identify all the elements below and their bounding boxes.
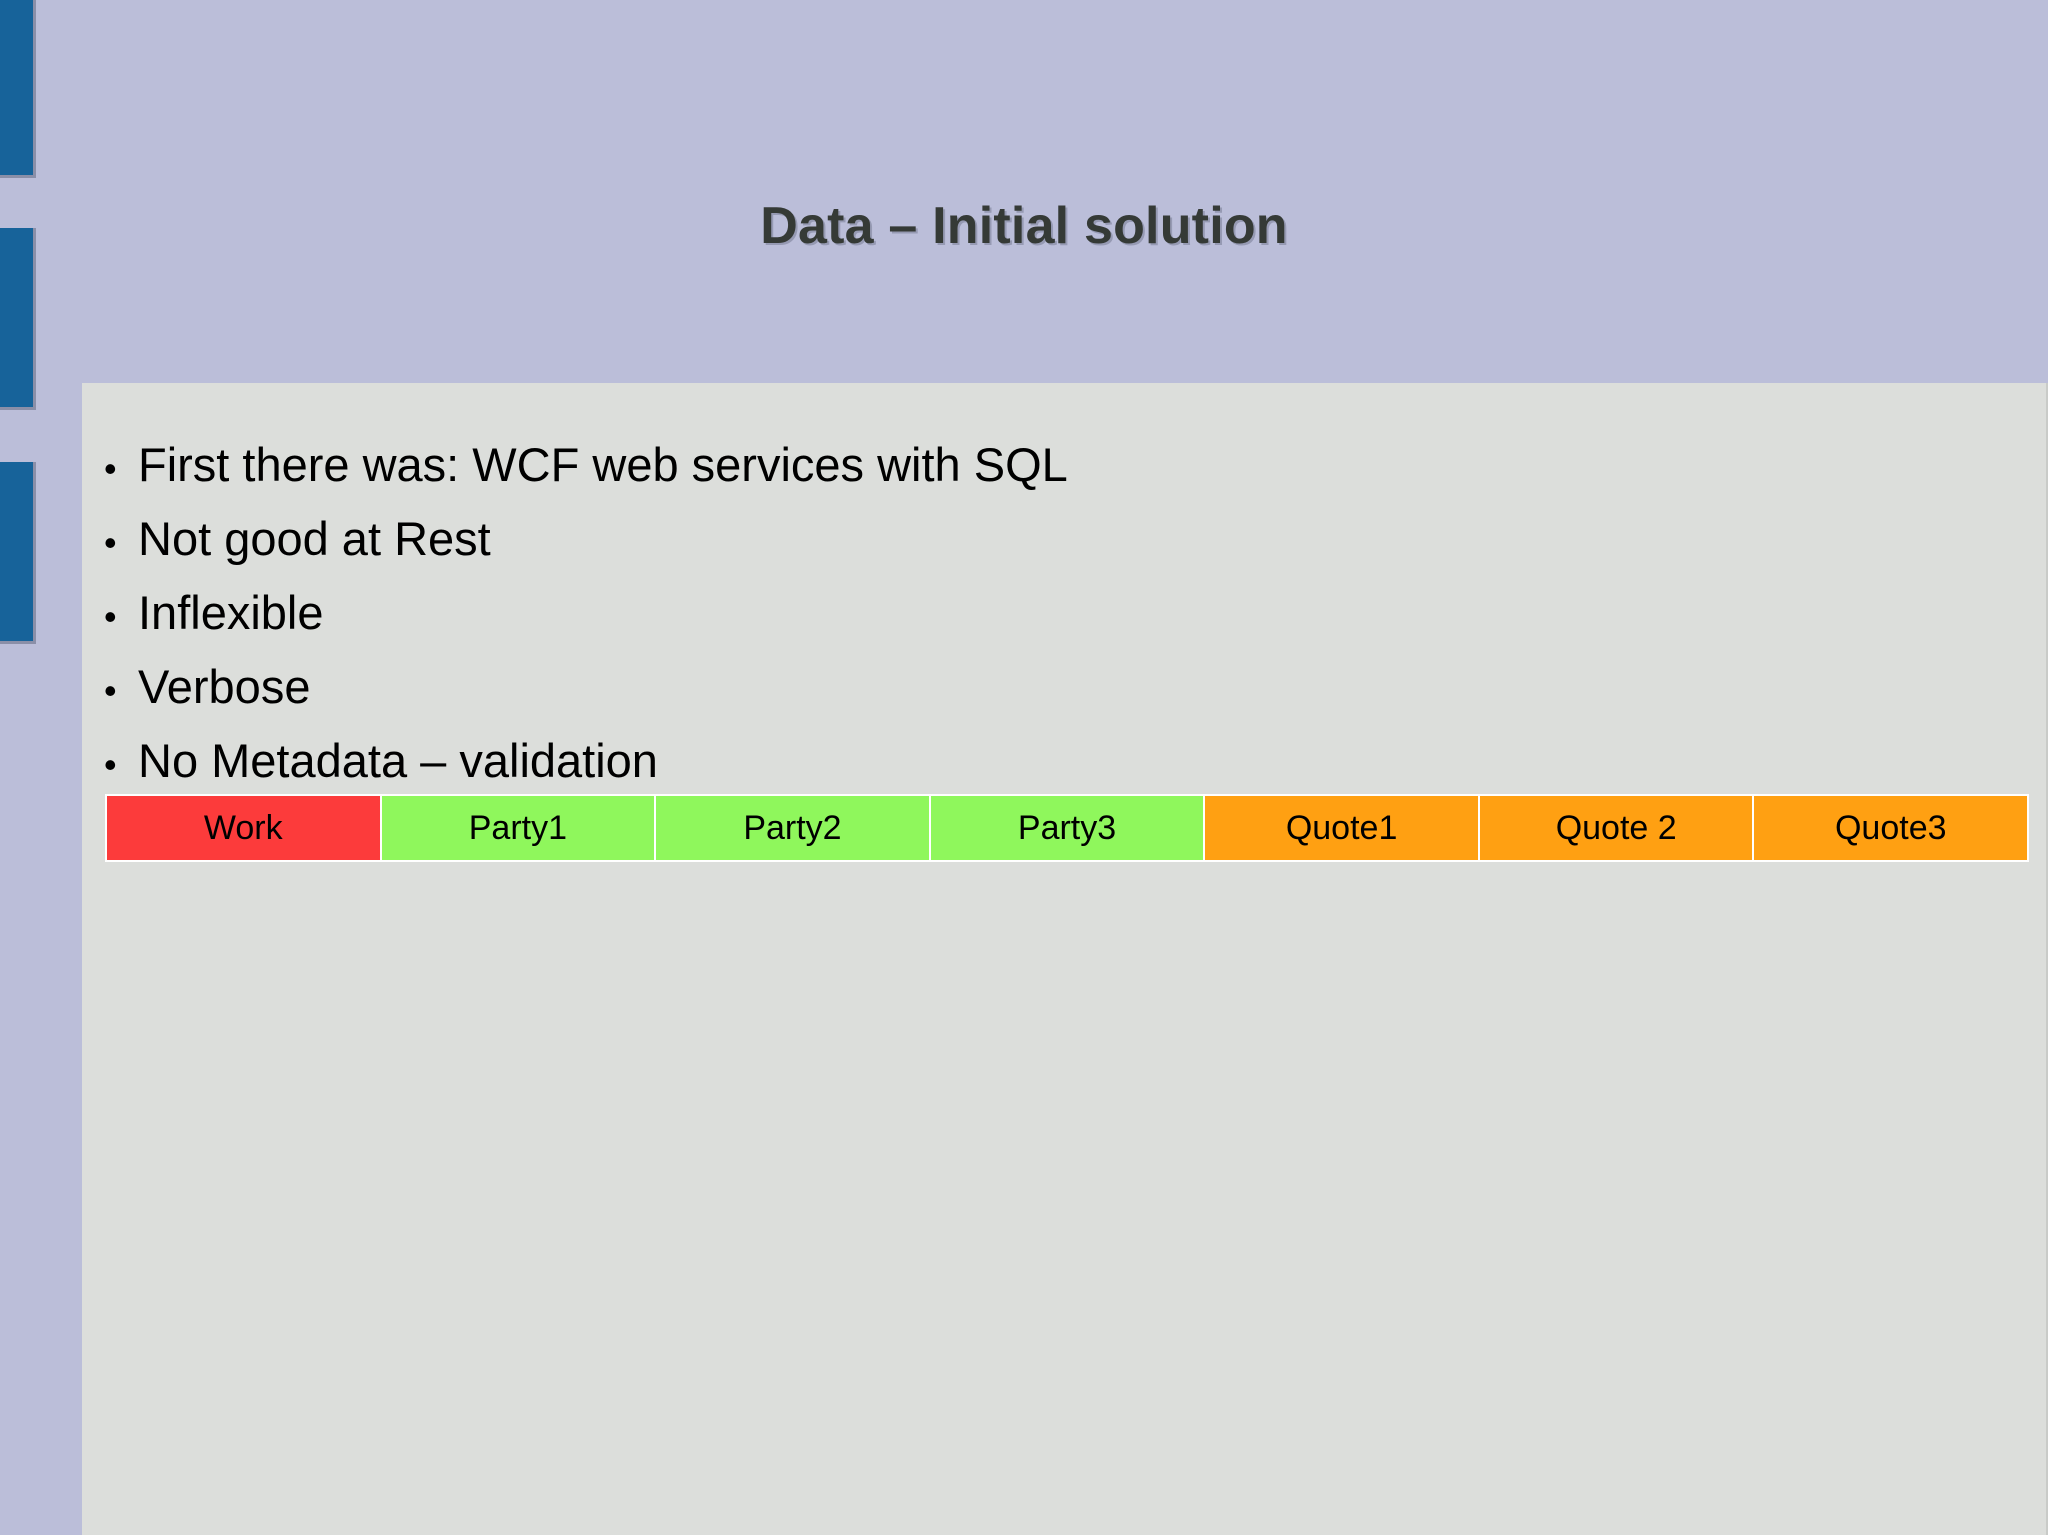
bullet-icon: • [104,448,117,489]
bullet-icon: • [104,744,117,785]
content-panel: • First there was: WCF web services with… [82,383,2048,1535]
list-item: • First there was: WCF web services with… [104,430,2004,504]
page-title: Data – Initial solution [760,197,1288,255]
table-cell-quote3: Quote3 [1754,796,2028,860]
table-cell-party3: Party3 [930,796,1206,860]
list-item: • Inflexible [104,578,2004,652]
table-cell-party2: Party2 [656,796,931,860]
table-cell-quote1: Quote1 [1205,796,1480,860]
entity-color-table: Work Party1 Party2 Party3 Quote1 Quote 2… [105,794,2029,862]
list-item: • No Metadata – validation [104,726,2004,800]
decorative-bar-3 [0,462,36,644]
decorative-bar-2 [0,228,36,410]
bullet-icon: • [104,522,117,563]
list-item-label: Verbose [138,660,311,713]
list-item: • Not good at Rest [104,504,2004,578]
bullet-list: • First there was: WCF web services with… [104,430,2004,800]
list-item-label: Inflexible [138,586,324,639]
decorative-bar-1 [0,0,36,178]
bullet-icon: • [104,670,117,711]
list-item-label: No Metadata – validation [138,734,658,787]
list-item-label: Not good at Rest [138,512,491,565]
title-band: Data – Initial solution [0,0,2048,383]
list-item-label: First there was: WCF web services with S… [138,438,1068,491]
bullet-icon: • [104,596,117,637]
list-item: • Verbose [104,652,2004,726]
table-cell-quote2: Quote 2 [1479,796,1755,860]
table-cell-work: Work [107,796,382,860]
table-cell-party1: Party1 [381,796,657,860]
